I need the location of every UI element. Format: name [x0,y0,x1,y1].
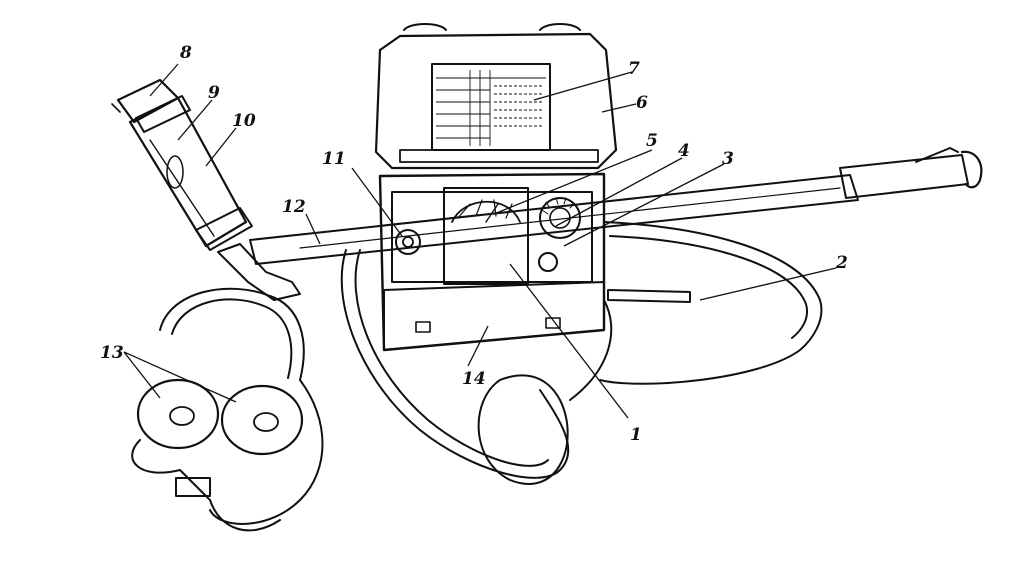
label-12: 12 [282,197,306,217]
label-7: 7 [628,59,640,79]
label-11: 11 [322,149,346,169]
label-5: 5 [646,131,658,151]
label-6: 6 [636,93,648,113]
label-8: 8 [179,43,192,63]
label-4: 4 [678,141,690,161]
shoulder-strap [340,221,823,485]
label-3: 3 [722,149,734,169]
instruction-table [436,70,546,146]
label-14: 14 [462,369,486,389]
label-13: 13 [100,343,124,363]
leader-lines [123,63,837,419]
label-9: 9 [208,83,220,103]
label-2: 2 [835,253,848,273]
label-10: 10 [232,111,256,131]
hand-probe [111,78,301,301]
case-lid [374,23,618,170]
label-1: 1 [630,425,642,445]
instrument-case [378,172,606,352]
headphones [131,287,324,532]
callout-labels: 1 2 3 4 5 6 7 8 9 10 11 12 13 14 [100,43,848,445]
